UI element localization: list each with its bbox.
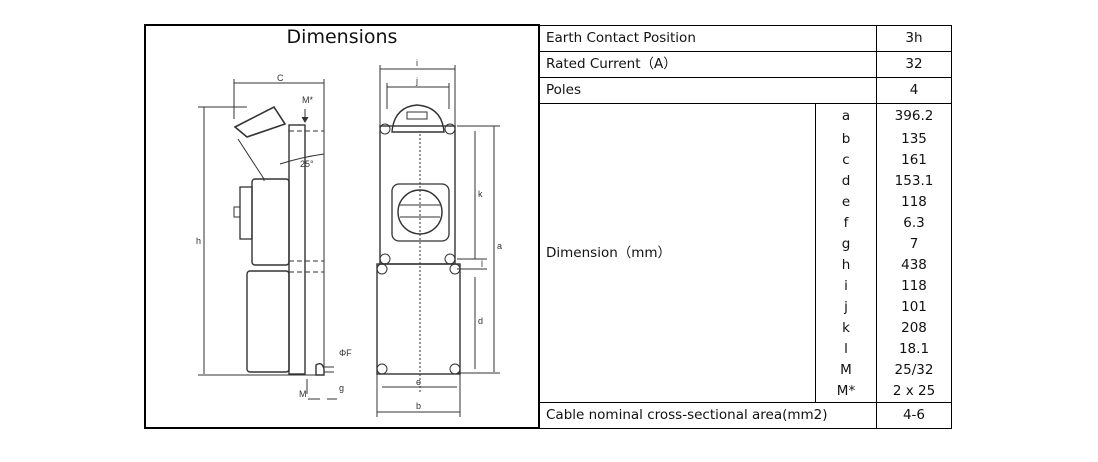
dimensions-drawing-cell: Dimensions: [144, 24, 540, 429]
side-view: [198, 79, 337, 400]
dimension-key: j: [815, 296, 877, 318]
label-c: C: [277, 73, 284, 83]
label-i: i: [416, 58, 418, 68]
label-h: h: [196, 236, 201, 246]
rated-current-label: Rated Current（A）: [538, 50, 877, 78]
dimension-value: 438: [876, 254, 952, 276]
dimension-value: 7: [876, 233, 952, 255]
dimension-value: 135: [876, 128, 952, 150]
dimension-label: Dimension（mm）: [538, 102, 816, 403]
dimension-value: 153.1: [876, 170, 952, 192]
label-m: M: [299, 389, 307, 399]
spec-table: Dimensions: [144, 24, 952, 429]
label-k: k: [478, 189, 483, 199]
cable-area-value: 4-6: [876, 401, 952, 429]
label-angle: 25°: [300, 159, 314, 169]
dimension-value: 396.2: [876, 102, 952, 129]
dimension-value: 25/32: [876, 359, 952, 381]
dimension-key: c: [815, 149, 877, 171]
label-l: l: [481, 259, 483, 269]
earth-contact-label: Earth Contact Position: [538, 24, 877, 52]
dimension-value: 18.1: [876, 338, 952, 360]
dimension-key: e: [815, 191, 877, 213]
label-m-star: M*: [302, 95, 313, 105]
dimension-value: 6.3: [876, 212, 952, 234]
label-b: b: [416, 401, 421, 411]
dimension-key: M: [815, 359, 877, 381]
label-phi-f: ΦF: [339, 348, 352, 358]
dimension-key: d: [815, 170, 877, 192]
dimension-key: b: [815, 128, 877, 150]
earth-contact-value: 3h: [876, 24, 952, 52]
dimension-value: 118: [876, 191, 952, 213]
poles-label: Poles: [538, 76, 877, 104]
dimension-key: k: [815, 317, 877, 339]
label-a: a: [497, 241, 502, 251]
drawing-title: Dimensions: [286, 26, 398, 48]
dimension-value: 118: [876, 275, 952, 297]
dimension-key: f: [815, 212, 877, 234]
cable-area-label: Cable nominal cross-sectional area(mm2): [538, 401, 877, 429]
dimension-key: h: [815, 254, 877, 276]
label-e: e: [416, 377, 421, 387]
dimension-value: 161: [876, 149, 952, 171]
dimension-key: i: [815, 275, 877, 297]
rated-current-value: 32: [876, 50, 952, 78]
dimension-value: 101: [876, 296, 952, 318]
dimension-key: l: [815, 338, 877, 360]
label-d: d: [478, 316, 483, 326]
dimension-key: M*: [815, 380, 877, 402]
dimension-key: g: [815, 233, 877, 255]
dimension-value: 208: [876, 317, 952, 339]
label-j: j: [415, 76, 418, 86]
dimension-key: a: [815, 102, 877, 129]
dimension-value: 2 x 25: [876, 380, 952, 402]
label-g: g: [339, 383, 344, 393]
poles-value: 4: [876, 76, 952, 104]
dimension-row: M*2 x 25: [145, 380, 952, 402]
dimension-drawing: C M* 25° h ΦF M g: [196, 58, 502, 417]
front-view: [376, 65, 500, 417]
